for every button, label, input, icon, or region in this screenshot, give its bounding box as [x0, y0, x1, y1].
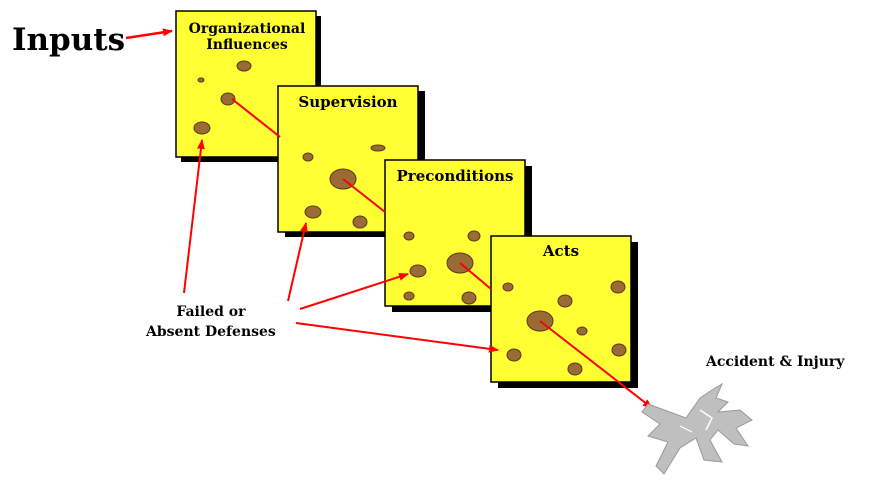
crashed-plane-icon — [641, 382, 753, 475]
defense-arrow — [183, 139, 205, 294]
hazard-trajectory — [231, 98, 653, 409]
hole — [220, 92, 236, 106]
trajectory-segment — [342, 178, 386, 213]
inputs-arrow — [125, 28, 173, 40]
hole — [576, 326, 588, 336]
trajectory-segment — [459, 262, 492, 290]
failed-defenses-line1: Failed or — [176, 304, 246, 320]
failed-defenses-arrows — [183, 139, 499, 353]
inputs-label: Inputs — [12, 22, 126, 58]
trajectory-segment — [231, 98, 281, 138]
failed-defenses-label: Failed or Absent Defenses — [146, 302, 276, 343]
hole — [502, 282, 514, 292]
hole — [610, 280, 626, 294]
outcome-label: Accident & Injury — [706, 354, 845, 370]
hole — [467, 230, 481, 242]
hole — [557, 294, 573, 308]
slice-title-supervision: Supervision — [298, 93, 398, 111]
hole — [506, 348, 522, 362]
failed-defenses-line2: Absent Defenses — [146, 324, 276, 341]
slice-title-preconditions: Preconditions — [396, 167, 514, 185]
defense-arrow — [287, 222, 308, 302]
trajectory-arrow — [539, 320, 653, 409]
hole — [461, 291, 477, 305]
hole — [567, 362, 583, 376]
hole — [304, 205, 322, 219]
hole — [409, 264, 427, 278]
defense-arrow — [299, 272, 409, 310]
hole — [611, 343, 627, 357]
hole — [403, 231, 415, 241]
defense-arrow — [295, 322, 499, 353]
hole — [236, 60, 252, 72]
hole — [193, 121, 211, 135]
slice-title-acts: Acts — [542, 242, 580, 260]
slice-title-organizational: Organizational Influences — [188, 21, 306, 54]
hole — [302, 152, 314, 162]
hole — [352, 215, 368, 229]
hole — [403, 291, 415, 301]
hole — [197, 77, 205, 83]
hole — [370, 144, 386, 152]
